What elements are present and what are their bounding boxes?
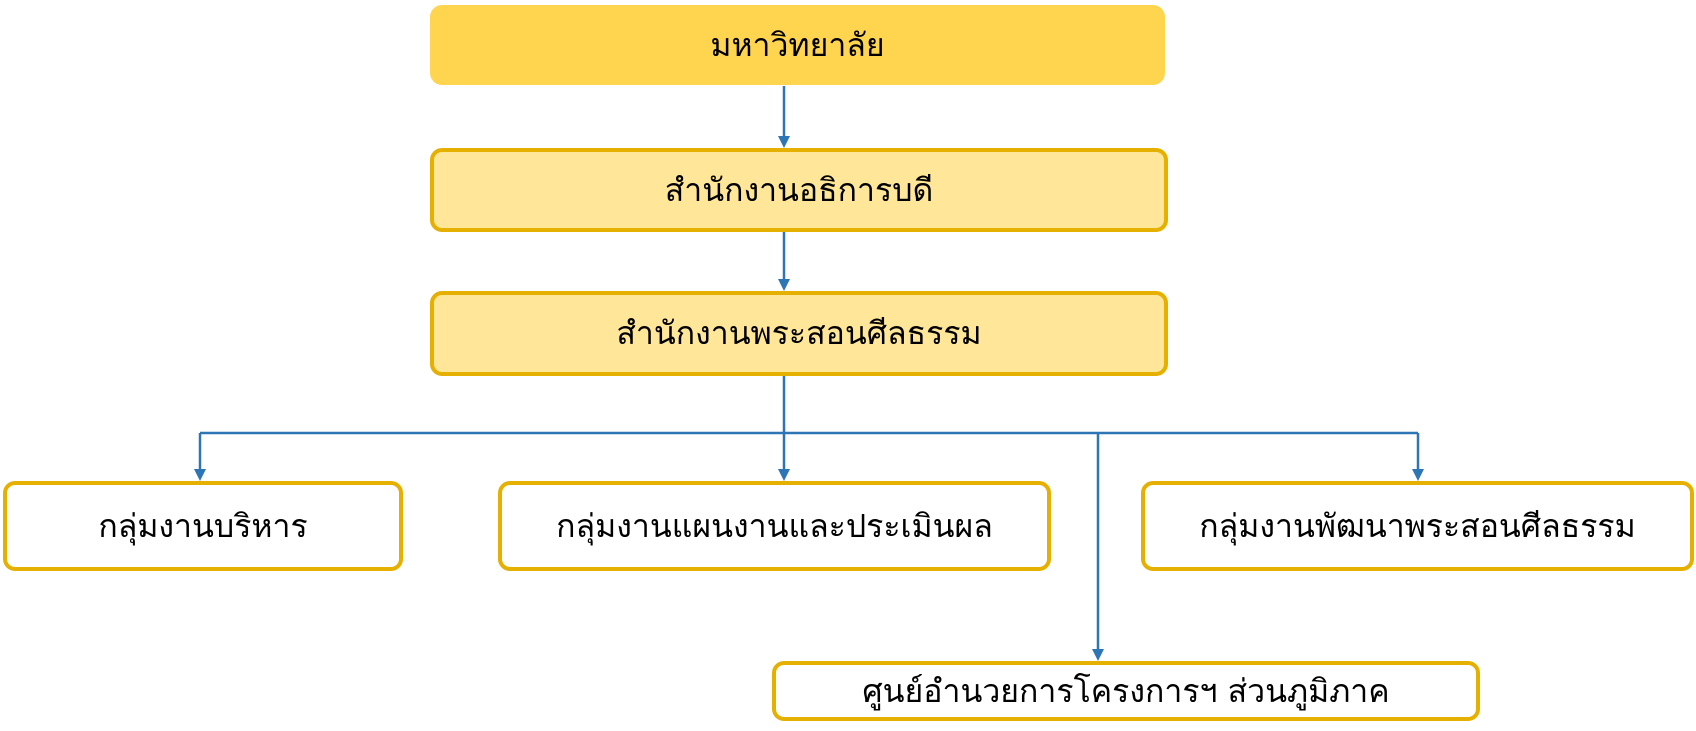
arrowhead [778, 469, 790, 481]
arrowhead [778, 279, 790, 291]
node-admin-group: กลุ่มงานบริหาร [3, 481, 403, 571]
node-university: มหาวิทยาลัย [430, 5, 1165, 85]
arrowhead [1092, 649, 1104, 661]
node-rector-office: สำนักงานอธิการบดี [430, 148, 1168, 232]
node-label: มหาวิทยาลัย [710, 25, 885, 64]
node-buddhism-office: สำนักงานพระสอนศีลธรรม [430, 291, 1168, 376]
node-label: กลุ่มงานแผนงานและประเมินผล [556, 506, 993, 545]
node-label: ศูนย์อำนวยการโครงการฯ ส่วนภูมิภาค [862, 671, 1390, 710]
node-label: สำนักงานอธิการบดี [664, 170, 934, 209]
arrowhead [194, 469, 206, 481]
arrowhead [778, 136, 790, 148]
node-planning-group: กลุ่มงานแผนงานและประเมินผล [498, 481, 1051, 571]
node-label: กลุ่มงานพัฒนาพระสอนศีลธรรม [1199, 506, 1636, 545]
node-development-group: กลุ่มงานพัฒนาพระสอนศีลธรรม [1141, 481, 1694, 571]
node-label: กลุ่มงานบริหาร [98, 506, 308, 545]
node-label: สำนักงานพระสอนศีลธรรม [616, 314, 982, 352]
arrowhead [1412, 469, 1424, 481]
node-regional-center: ศูนย์อำนวยการโครงการฯ ส่วนภูมิภาค [772, 661, 1480, 721]
